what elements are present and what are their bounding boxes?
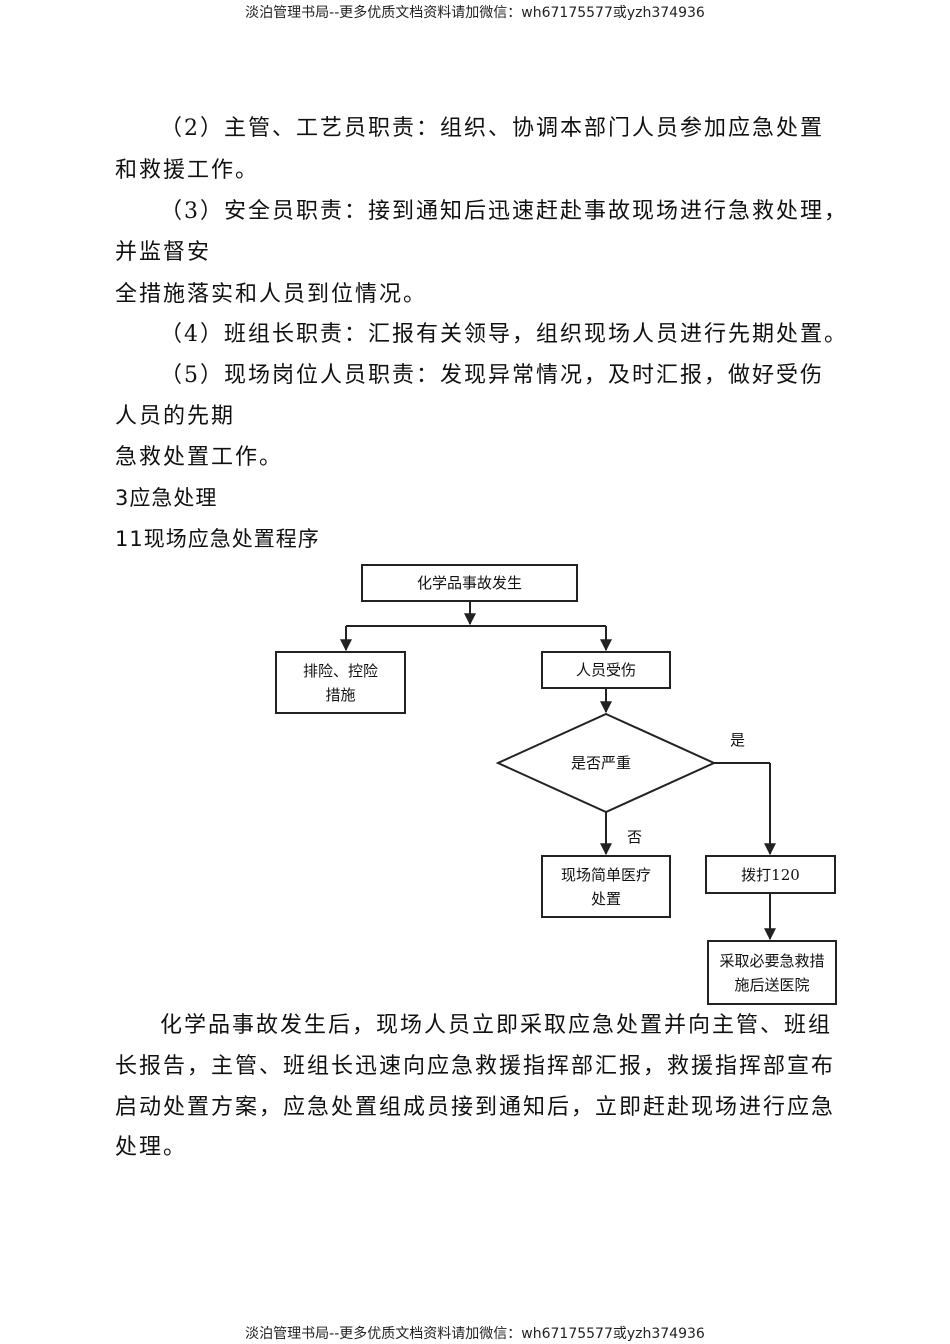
page-header: 淡泊管理书局--更多优质文档资料请加微信：wh67175577或yzh37493… — [245, 5, 705, 21]
subsection-heading: 11现场应急处置程序 — [115, 527, 320, 551]
flow-start-box: 化学品事故发生 — [361, 564, 578, 602]
flow-no-label: 否 — [627, 828, 643, 846]
para-5-line-3: 急救处置工作。 — [115, 445, 284, 470]
flow-simple-treatment-box: 现场简单医疗处置 — [541, 855, 671, 918]
page-footer: 淡泊管理书局--更多优质文档资料请加微信：wh67175577或yzh37493… — [245, 1326, 705, 1342]
para-3-line-2: 并监督安 — [115, 240, 212, 265]
flow-injury-label: 人员受伤 — [575, 661, 636, 679]
flow-injury-box: 人员受伤 — [541, 651, 671, 689]
para-5-line-1: （5）现场岗位人员职责：发现异常情况，及时汇报，做好受伤 — [160, 363, 824, 388]
para-3-line-1: （3）安全员职责：接到通知后迅速赶赴事故现场进行急救处理， — [160, 199, 848, 224]
flow-simple-treatment-label: 现场简单医疗处置 — [560, 865, 651, 908]
flow-start-label: 化学品事故发生 — [416, 574, 522, 592]
section-heading: 3应急处理 — [115, 486, 218, 510]
closing-line-1: 化学品事故发生后，现场人员立即采取应急处置并向主管、班组 — [160, 1013, 833, 1038]
flow-call-120-label: 拨打120 — [741, 865, 800, 884]
para-5-line-2: 人员的先期 — [115, 404, 236, 429]
para-2-line-2: 和救援工作。 — [115, 158, 260, 183]
flow-hospital-label: 采取必要急救措施后送医院 — [719, 951, 825, 994]
flow-decision-label: 是否严重 — [571, 754, 632, 772]
closing-line-3: 启动处置方案，应急处置组成员接到通知后，立即赶赴现场进行应急 — [115, 1095, 836, 1120]
flow-rescue-box: 排险、控险措施 — [275, 651, 406, 714]
flow-call-120-box: 拨打120 — [705, 855, 836, 894]
flow-yes-label: 是 — [730, 731, 746, 749]
closing-line-4: 处理。 — [115, 1135, 188, 1160]
closing-line-2: 长报告，主管、班组长迅速向应急救援指挥部汇报，救援指挥部宣布 — [115, 1054, 836, 1079]
para-4-line-1: （4）班组长职责：汇报有关领导，组织现场人员进行先期处置。 — [160, 322, 848, 347]
para-2-line-1: （2）主管、工艺员职责：组织、协调本部门人员参加应急处置 — [160, 116, 824, 141]
flow-hospital-box: 采取必要急救措施后送医院 — [707, 940, 837, 1005]
flow-rescue-label: 排险、控险措施 — [303, 661, 379, 704]
para-3-line-3: 全措施落实和人员到位情况。 — [115, 282, 428, 307]
